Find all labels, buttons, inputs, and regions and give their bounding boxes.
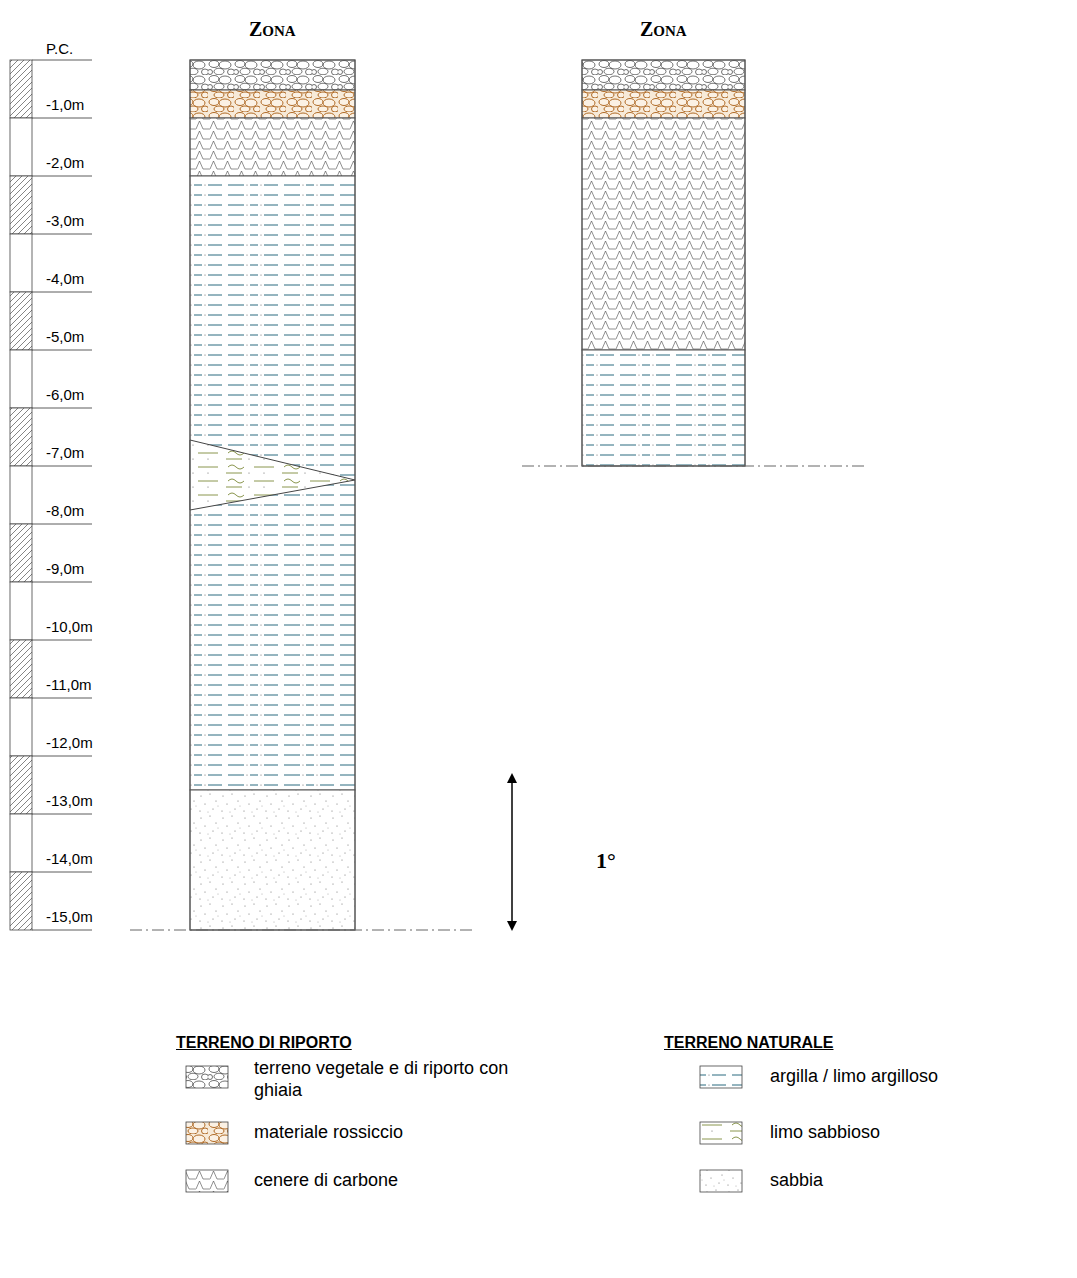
depth-label: -13,0m xyxy=(46,792,93,809)
depth-label: -12,0m xyxy=(46,734,93,751)
depth-label: -8,0m xyxy=(46,502,84,519)
depth-label: -11,0m xyxy=(46,676,92,693)
depth-label: -4,0m xyxy=(46,270,84,287)
legend-text: materiale rossiccio xyxy=(254,1122,514,1144)
base-line xyxy=(522,466,866,467)
depth-scale xyxy=(10,60,92,930)
depth-label: -6,0m xyxy=(46,386,84,403)
base-line xyxy=(130,930,475,931)
depth-label: -1,0m xyxy=(46,96,84,113)
interval-number: 1° xyxy=(596,848,616,874)
column-heading: ZONA xyxy=(640,18,687,41)
column-title: ZONA xyxy=(640,18,687,41)
column-heading: ZONA xyxy=(249,18,296,41)
depth-label: -7,0m xyxy=(46,444,84,461)
depth-label: -3,0m xyxy=(46,212,84,229)
interval-arrow xyxy=(511,778,513,926)
depth-label: -2,0m xyxy=(46,154,84,171)
legend-text: terreno vegetale e di riporto con ghiaia xyxy=(254,1058,514,1101)
depth-label: -15,0m xyxy=(46,908,93,925)
legend-text: limo sabbioso xyxy=(770,1122,1060,1144)
column-title: ZONA xyxy=(249,18,296,41)
legend-heading: TERRENO DI RIPORTO xyxy=(176,1034,352,1052)
legend-text: cenere di carbone xyxy=(254,1170,514,1192)
legend-text: argilla / limo argilloso xyxy=(770,1066,1060,1088)
legend-text: sabbia xyxy=(770,1170,1060,1192)
depth-label: -10,0m xyxy=(46,618,93,635)
soil-column xyxy=(190,60,355,930)
depth-label: -9,0m xyxy=(46,560,84,577)
depth-label: -14,0m xyxy=(46,850,93,867)
depth-label: -5,0m xyxy=(46,328,84,345)
surface-label: P.C. xyxy=(46,40,73,57)
soil-column xyxy=(582,60,745,466)
legend-heading: TERRENO NATURALE xyxy=(664,1034,833,1052)
